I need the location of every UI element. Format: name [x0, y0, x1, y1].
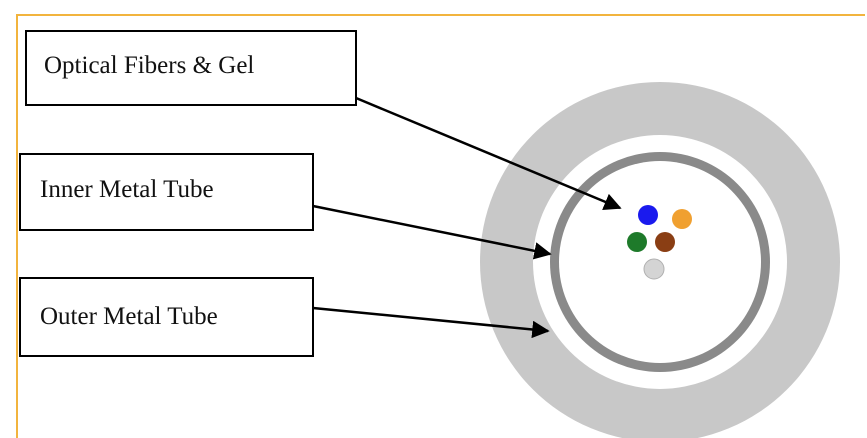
optical-fibers-label-box — [25, 30, 357, 106]
diagram-frame — [16, 14, 865, 438]
inner-tube-label-group: Inner Metal Tube — [19, 153, 314, 231]
outer-tube-label-group: Outer Metal Tube — [19, 277, 314, 357]
outer-tube-arrow — [312, 306, 550, 339]
optical-fiber-brown — [655, 232, 675, 252]
inner-tube-arrow — [312, 204, 552, 260]
inner-tube-label: Inner Metal Tube — [40, 176, 214, 203]
outer-tube-label-box — [19, 277, 314, 357]
optical-fibers-arrow — [355, 96, 622, 211]
optical-fibers-label-group: Optical Fibers & Gel — [25, 30, 357, 106]
optical-fiber-green — [627, 232, 647, 252]
optical-fiber-orange — [672, 209, 692, 229]
inner-tube-label-box — [19, 153, 314, 231]
optical-fibers-label: Optical Fibers & Gel — [44, 52, 254, 79]
optical-fiber-gray — [643, 258, 665, 280]
outer-tube-label: Outer Metal Tube — [40, 303, 218, 330]
cable-cross-section — [480, 82, 840, 438]
optical-fiber-blue — [638, 205, 658, 225]
